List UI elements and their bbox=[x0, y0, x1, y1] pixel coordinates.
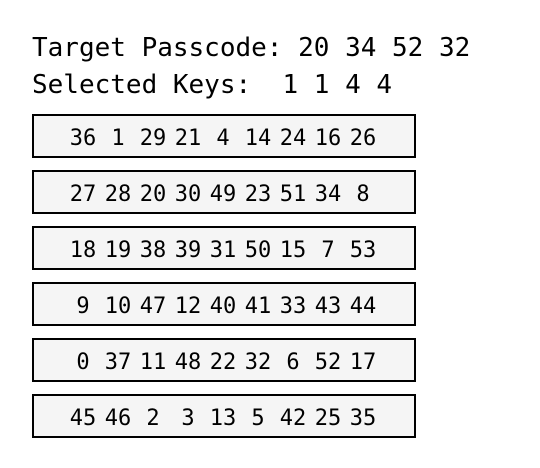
key-button[interactable]: 39 bbox=[174, 238, 202, 263]
key-button[interactable]: 4 bbox=[216, 126, 230, 151]
key-button[interactable]: 26 bbox=[349, 126, 377, 151]
target-passcode-value: 20 34 52 32 bbox=[298, 33, 471, 63]
key-button[interactable]: 12 bbox=[174, 294, 202, 319]
key-button[interactable]: 47 bbox=[139, 294, 167, 319]
key-button[interactable]: 36 bbox=[69, 126, 97, 151]
key-button[interactable]: 31 bbox=[209, 238, 237, 263]
key-row: 9 10 47 12 40 41 33 43 44 bbox=[32, 282, 416, 326]
key-button[interactable]: 24 bbox=[279, 126, 307, 151]
key-button[interactable]: 16 bbox=[314, 126, 342, 151]
key-button[interactable]: 14 bbox=[244, 126, 272, 151]
key-button[interactable]: 5 bbox=[251, 406, 265, 431]
key-button[interactable]: 18 bbox=[69, 238, 97, 263]
key-button[interactable]: 29 bbox=[139, 126, 167, 151]
key-button[interactable]: 48 bbox=[174, 350, 202, 375]
target-passcode-line: Target Passcode: 20 34 52 32 bbox=[32, 33, 470, 63]
key-button[interactable]: 46 bbox=[104, 406, 132, 431]
key-button[interactable]: 6 bbox=[286, 350, 300, 375]
key-button[interactable]: 49 bbox=[209, 182, 237, 207]
key-button[interactable]: 25 bbox=[314, 406, 342, 431]
key-button[interactable]: 44 bbox=[349, 294, 377, 319]
key-button[interactable]: 15 bbox=[279, 238, 307, 263]
key-button[interactable]: 53 bbox=[349, 238, 377, 263]
key-button[interactable]: 43 bbox=[314, 294, 342, 319]
key-row: 36 1 29 21 4 14 24 16 26 bbox=[32, 114, 416, 158]
key-button[interactable]: 30 bbox=[174, 182, 202, 207]
key-button[interactable]: 1 bbox=[111, 126, 125, 151]
selected-keys-label: Selected Keys: bbox=[32, 70, 252, 100]
key-button[interactable]: 51 bbox=[279, 182, 307, 207]
key-button[interactable]: 52 bbox=[314, 350, 342, 375]
key-button[interactable]: 8 bbox=[356, 182, 370, 207]
key-button[interactable]: 17 bbox=[349, 350, 377, 375]
key-button[interactable]: 38 bbox=[139, 238, 167, 263]
key-button[interactable]: 3 bbox=[181, 406, 195, 431]
key-button[interactable]: 32 bbox=[244, 350, 272, 375]
key-button[interactable]: 33 bbox=[279, 294, 307, 319]
key-button[interactable]: 9 bbox=[76, 294, 90, 319]
key-row: 27 28 20 30 49 23 51 34 8 bbox=[32, 170, 416, 214]
key-button[interactable]: 7 bbox=[321, 238, 335, 263]
key-button[interactable]: 23 bbox=[244, 182, 272, 207]
key-button[interactable]: 45 bbox=[69, 406, 97, 431]
key-button[interactable]: 19 bbox=[104, 238, 132, 263]
key-button[interactable]: 50 bbox=[244, 238, 272, 263]
key-button[interactable]: 21 bbox=[174, 126, 202, 151]
key-row: 18 19 38 39 31 50 15 7 53 bbox=[32, 226, 416, 270]
key-button[interactable]: 34 bbox=[314, 182, 342, 207]
key-button[interactable]: 37 bbox=[104, 350, 132, 375]
key-button[interactable]: 0 bbox=[76, 350, 90, 375]
key-button[interactable]: 27 bbox=[69, 182, 97, 207]
selected-keys-line: Selected Keys: 1 1 4 4 bbox=[32, 70, 392, 100]
key-button[interactable]: 40 bbox=[209, 294, 237, 319]
key-button[interactable]: 22 bbox=[209, 350, 237, 375]
key-button[interactable]: 28 bbox=[104, 182, 132, 207]
key-button[interactable]: 42 bbox=[279, 406, 307, 431]
key-button[interactable]: 20 bbox=[139, 182, 167, 207]
key-button[interactable]: 35 bbox=[349, 406, 377, 431]
key-button[interactable]: 2 bbox=[146, 406, 160, 431]
key-button[interactable]: 41 bbox=[244, 294, 272, 319]
key-button[interactable]: 10 bbox=[104, 294, 132, 319]
key-button[interactable]: 11 bbox=[139, 350, 167, 375]
key-button[interactable]: 13 bbox=[209, 406, 237, 431]
target-passcode-label: Target Passcode: bbox=[32, 33, 283, 63]
selected-keys-value: 1 1 4 4 bbox=[282, 70, 393, 100]
key-row: 0 37 11 48 22 32 6 52 17 bbox=[32, 338, 416, 382]
